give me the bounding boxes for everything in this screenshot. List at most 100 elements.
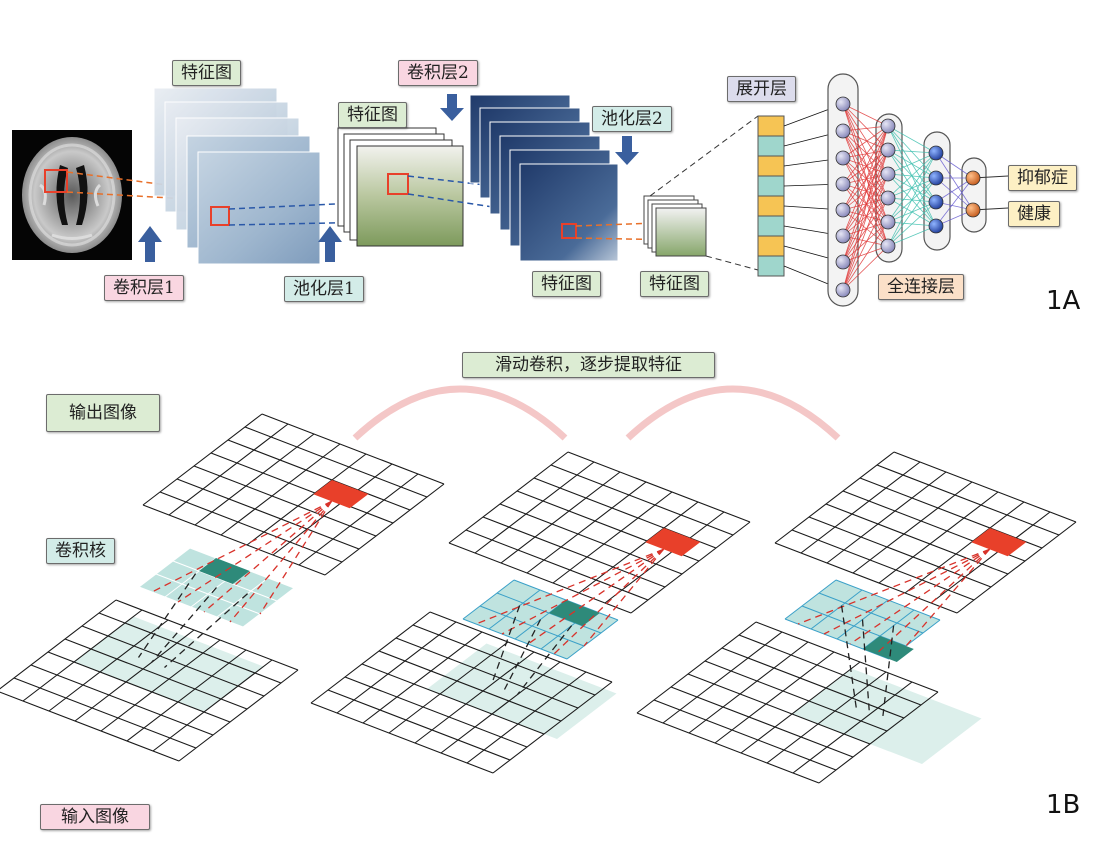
kernel-grid-line [462, 618, 568, 660]
neuron-node [880, 166, 896, 182]
kernel-grid-line [242, 587, 295, 628]
output-grid-line [272, 463, 393, 556]
connection-line [842, 125, 889, 132]
connection-line [842, 103, 889, 223]
connection-line [842, 149, 889, 263]
feature-map-stack-2 [337, 127, 464, 247]
kernel-grid-line [784, 579, 837, 620]
connection-line [842, 157, 889, 223]
output-grid-line [552, 491, 673, 584]
input-grid-line [126, 649, 247, 742]
output-grid-line [298, 473, 419, 566]
neuron-node [928, 194, 944, 210]
output-grid-line [142, 504, 326, 576]
connection-line [842, 221, 889, 263]
kernel-grid-line [479, 605, 585, 647]
input-grid-line [152, 659, 273, 752]
connection-line [842, 197, 889, 263]
connection-line [887, 125, 937, 154]
input-grid-line [115, 599, 299, 671]
conv-layer-2-label: 卷积层2 [398, 60, 478, 86]
neuron-node [928, 145, 944, 161]
output-grid-line [194, 433, 315, 526]
projection-line [259, 500, 333, 615]
output-grid-line [465, 529, 649, 601]
projection-line [840, 605, 858, 710]
brain-mri-image [12, 130, 132, 260]
connection-line [935, 177, 974, 227]
output-grid-line [630, 521, 751, 614]
output-grid-line [159, 491, 343, 563]
down-arrow-icon [615, 136, 639, 165]
connection-line [842, 197, 889, 237]
input-image-label: 输入图像 [40, 804, 150, 830]
connection-line [842, 130, 889, 175]
connection-line [842, 183, 889, 199]
connection-line [887, 149, 937, 154]
connection-line [842, 130, 889, 247]
projection-line [229, 500, 332, 623]
input-grid-line [336, 621, 457, 714]
feature-map-stack-1 [153, 87, 321, 265]
feature-map-stack-4 [643, 195, 707, 257]
input-grid-line [662, 631, 783, 724]
output-image-label: 输出图像 [46, 394, 160, 432]
connection-line [842, 130, 889, 151]
kernel-grid-line [462, 579, 515, 620]
pool-layer-2-label: 池化层2 [592, 106, 672, 132]
connection-line [842, 130, 889, 199]
output-grid-line [567, 451, 751, 523]
connection-line [935, 152, 974, 211]
projection-line [177, 500, 332, 603]
kernel-label: 卷积核 [46, 538, 115, 564]
output-grid-line [774, 451, 895, 544]
flatten-layer-label: 展开层 [727, 76, 796, 102]
connection-line [842, 157, 889, 175]
connection-line [887, 225, 937, 247]
neuron-node [880, 142, 896, 158]
input-grid-line [492, 681, 613, 774]
output-grid-line [852, 481, 973, 574]
output-grid-line [500, 471, 621, 564]
input-grid-line [670, 686, 854, 758]
output-grid-line [533, 477, 717, 549]
neuron-node [880, 118, 896, 134]
output-grid-line [244, 426, 428, 498]
input-grid-line [47, 651, 231, 723]
layer-pill [961, 157, 987, 233]
neuron-node [965, 202, 981, 218]
output-grid-line [791, 529, 975, 601]
panel-tag-1b: 1B [1046, 790, 1081, 820]
input-grid-line [64, 638, 248, 710]
output-grid-line [168, 423, 289, 516]
projection-line [583, 548, 665, 647]
projection-line [164, 593, 249, 668]
projection-line [503, 619, 542, 690]
sliding-conv-label: 滑动卷积，逐步提取特征 [462, 352, 715, 378]
feature-map-label-1: 特征图 [172, 60, 241, 86]
input-grid-line [30, 664, 214, 736]
connection-line [842, 157, 889, 247]
kernel-grid-line [835, 579, 941, 621]
input-grid-line [721, 647, 905, 719]
feature-map-stack-3 [469, 94, 619, 262]
output-grid-line [893, 451, 1077, 523]
input-grid-line [310, 702, 494, 774]
connection-line [887, 152, 937, 223]
neuron-node [835, 176, 851, 192]
connection-line [842, 197, 889, 211]
panel-a [12, 73, 1009, 307]
output-grid-line [482, 516, 666, 588]
input-grid-line [687, 673, 871, 745]
connection-line [842, 221, 889, 237]
neuron-node [928, 170, 944, 186]
output-grid-line [448, 451, 569, 544]
neuron-node [835, 254, 851, 270]
connection-line [842, 183, 889, 223]
output-healthy-label: 健康 [1008, 201, 1060, 227]
connection-line [842, 103, 889, 199]
projection-line [881, 625, 895, 720]
connection-line [887, 201, 937, 247]
projection-line [553, 548, 664, 655]
